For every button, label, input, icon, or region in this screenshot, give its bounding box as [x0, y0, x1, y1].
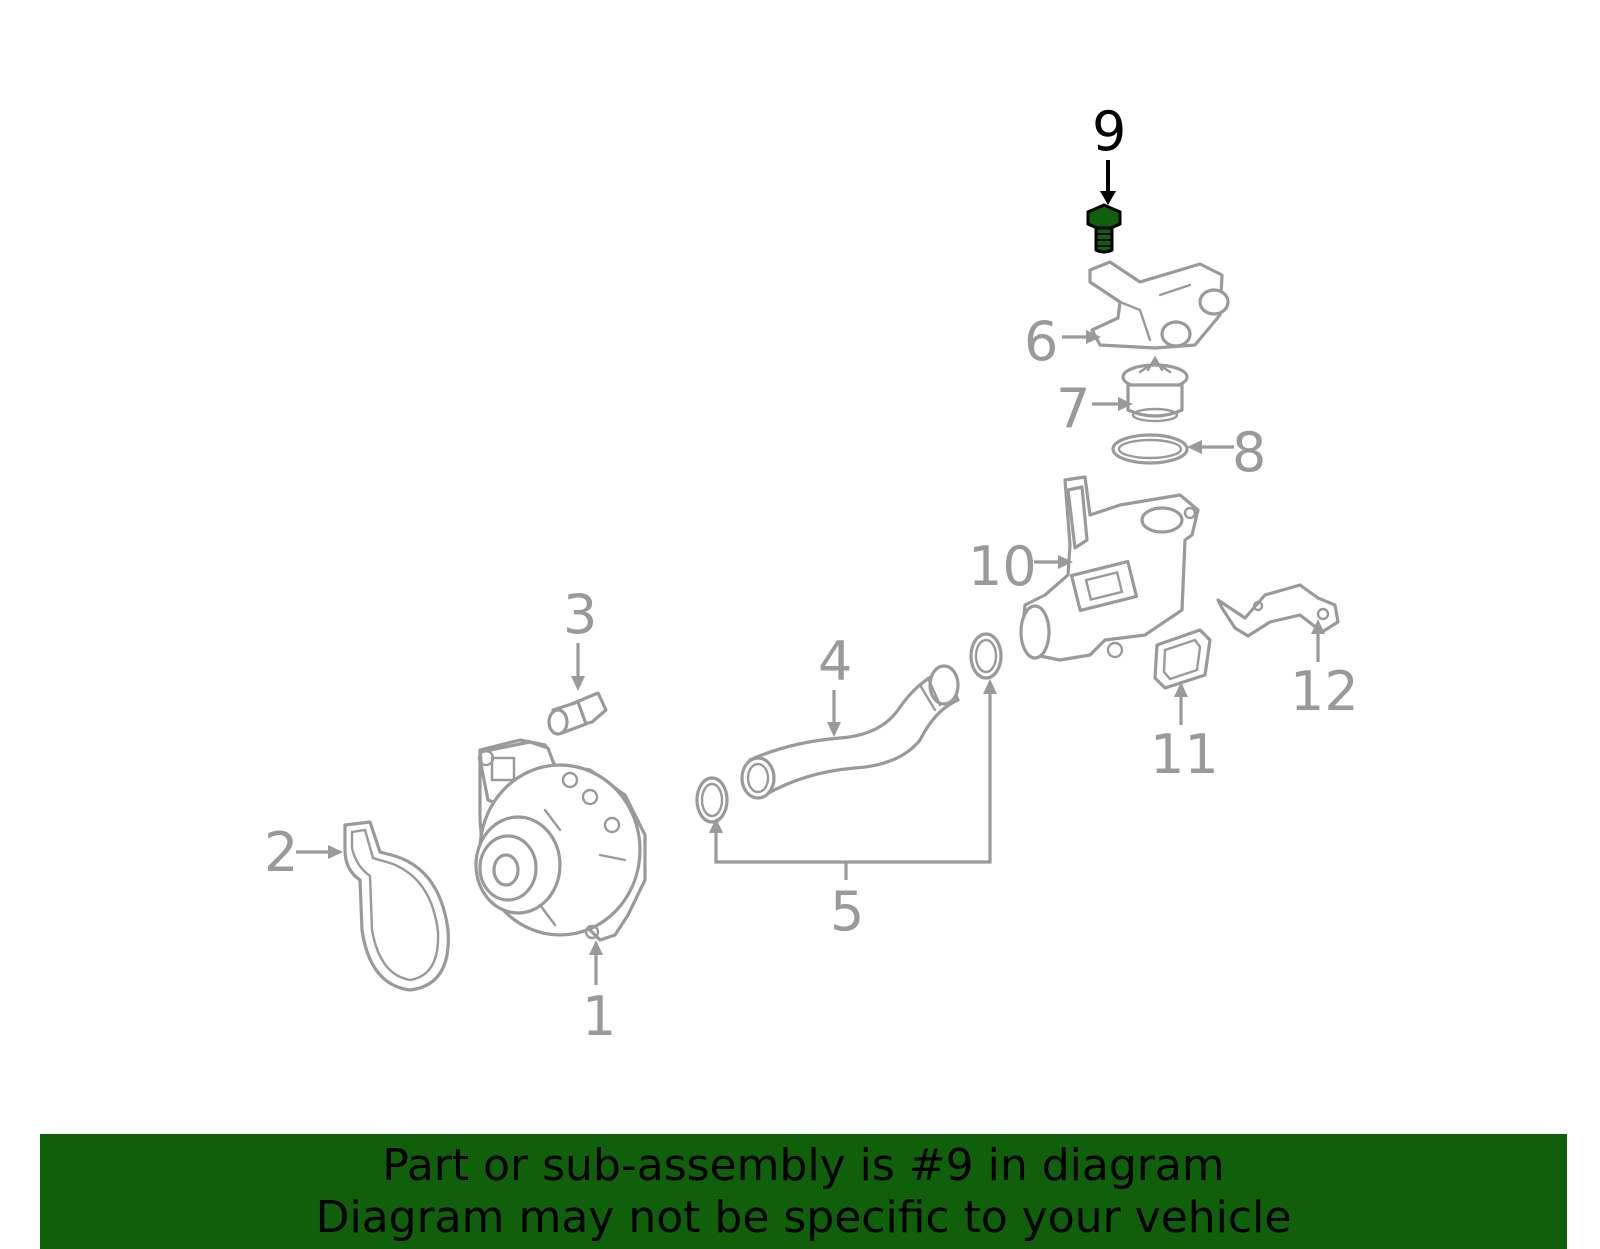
part-3-sensor[interactable]	[547, 691, 608, 736]
part-10-water-outlet[interactable]	[1019, 475, 1200, 662]
part-5-o-rings[interactable]	[695, 632, 1003, 824]
part-8-seal-ring[interactable]	[1111, 433, 1189, 465]
part-4-coolant-pipe[interactable]	[740, 664, 960, 800]
part-9-bolt[interactable]	[1086, 203, 1122, 254]
leader-9	[1100, 160, 1116, 205]
part-11-gasket[interactable]	[1153, 628, 1212, 690]
part-12-bracket[interactable]	[1216, 583, 1340, 638]
leader-6	[1062, 330, 1101, 344]
callout-5: 5	[830, 880, 864, 943]
callout-12: 12	[1290, 660, 1359, 723]
part-2-gasket[interactable]	[343, 820, 450, 992]
leader-2	[296, 845, 343, 859]
callout-11: 11	[1150, 723, 1219, 786]
leader-11	[1174, 682, 1188, 725]
footer-line-1: Part or sub-assembly is #9 in diagram	[382, 1139, 1225, 1191]
part-7-thermostat[interactable]	[1121, 355, 1189, 423]
leader-12	[1311, 619, 1325, 662]
callout-3: 3	[563, 583, 597, 646]
leader-8	[1187, 440, 1234, 454]
leader-7	[1092, 397, 1133, 411]
leader-1	[589, 940, 603, 985]
footer-banner: Part or sub-assembly is #9 in diagram Di…	[40, 1134, 1567, 1249]
footer-line-2: Diagram may not be specific to your vehi…	[315, 1191, 1292, 1243]
callout-4: 4	[818, 630, 852, 693]
leader-5	[709, 679, 997, 880]
callout-1: 1	[582, 985, 616, 1048]
callout-9: 9	[1092, 100, 1126, 163]
callout-8: 8	[1232, 421, 1266, 484]
callout-10: 10	[968, 535, 1037, 598]
part-6-thermostat-housing[interactable]	[1088, 260, 1230, 350]
leader-3	[571, 643, 585, 691]
callout-2: 2	[264, 821, 298, 884]
part-1-water-pump[interactable]	[474, 738, 647, 942]
leader-4	[827, 690, 841, 737]
callout-6: 6	[1024, 310, 1058, 373]
leader-10	[1034, 555, 1073, 569]
callout-7: 7	[1056, 377, 1090, 440]
